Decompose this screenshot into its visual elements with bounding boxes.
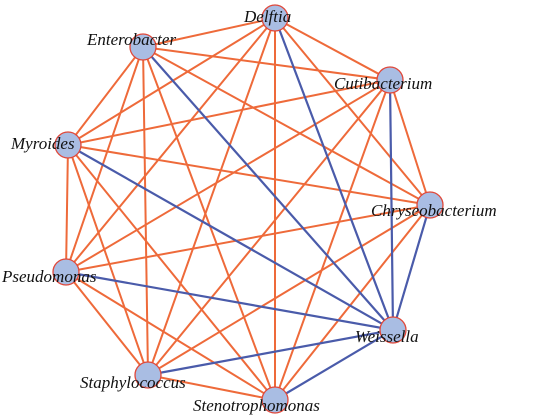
node-label-enterobacter: Enterobacter: [86, 30, 176, 49]
node-label-delftia: Delftia: [243, 7, 291, 26]
edge-cutibacterium-staphylococcus-positive: [147, 79, 391, 376]
edge-delftia-pseudomonas-positive: [65, 17, 276, 273]
edge-pseudomonas-staphylococcus-positive: [65, 271, 149, 376]
node-label-stenotrophomonas: Stenotrophomonas: [193, 396, 320, 415]
edge-delftia-enterobacter-positive: [142, 17, 276, 48]
edge-chryseobacterium-weissella-negative: [391, 203, 432, 332]
edge-enterobacter-staphylococcus-positive: [142, 46, 149, 376]
edge-delftia-cutibacterium-positive: [274, 17, 391, 81]
node-weissella: [379, 316, 407, 344]
edge-chryseobacterium-pseudomonas-positive: [65, 204, 431, 273]
node-label-weissella: Weissella: [355, 327, 419, 346]
node-delftia: [261, 4, 289, 32]
node-stenotrophomonas: [261, 386, 289, 414]
edge-stenotrophomonas-weissella-negative: [273, 328, 395, 402]
node-label-cutibacterium: Cutibacterium: [334, 74, 432, 93]
edge-delftia-chryseobacterium-positive: [274, 17, 431, 206]
edge-myroides-chryseobacterium-positive: [67, 144, 431, 206]
node-myroides: [54, 131, 82, 159]
edge-pseudomonas-weissella-negative: [64, 270, 395, 332]
edge-chryseobacterium-stenotrophomonas-positive: [274, 204, 431, 401]
edge-cutibacterium-chryseobacterium-positive: [389, 79, 431, 206]
node-layer: [52, 4, 444, 414]
edge-enterobacter-stenotrophomonas-positive: [142, 46, 276, 401]
node-label-myroides: Myroides: [10, 134, 75, 153]
node-label-staphylococcus: Staphylococcus: [80, 373, 186, 392]
edge-enterobacter-myroides-positive: [67, 46, 144, 146]
edge-enterobacter-chryseobacterium-positive: [142, 46, 431, 206]
node-label-chryseobacterium: Chryseobacterium: [371, 201, 497, 220]
node-cutibacterium: [376, 66, 404, 94]
edge-staphylococcus-weissella-negative: [146, 328, 395, 377]
edge-myroides-pseudomonas-positive: [65, 144, 69, 273]
node-chryseobacterium: [416, 191, 444, 219]
edge-myroides-weissella-negative: [66, 143, 395, 332]
node-enterobacter: [129, 33, 157, 61]
edge-pseudomonas-stenotrophomonas-positive: [65, 271, 276, 401]
edge-layer: [64, 16, 432, 402]
node-label-pseudomonas: Pseudomonas: [1, 267, 97, 286]
edge-enterobacter-pseudomonas-positive: [65, 46, 144, 273]
edge-myroides-staphylococcus-positive: [67, 144, 149, 376]
edge-cutibacterium-weissella-negative: [388, 78, 395, 332]
edge-cutibacterium-stenotrophomonas-positive: [274, 79, 391, 401]
label-layer: DelftiaEnterobacterCutibacteriumMyroides…: [1, 7, 497, 415]
edge-delftia-staphylococcus-positive: [147, 17, 276, 376]
edge-chryseobacterium-staphylococcus-positive: [147, 204, 431, 376]
node-pseudomonas: [52, 258, 80, 286]
node-staphylococcus: [134, 361, 162, 389]
edge-cutibacterium-pseudomonas-positive: [65, 79, 391, 273]
edge-cutibacterium-myroides-positive: [67, 79, 391, 146]
edge-staphylococcus-stenotrophomonas-positive: [147, 374, 276, 401]
edge-delftia-weissella-negative: [273, 16, 395, 332]
edge-enterobacter-weissella-negative: [141, 45, 395, 332]
edge-enterobacter-cutibacterium-positive: [142, 46, 391, 81]
edge-delftia-myroides-positive: [67, 17, 276, 146]
